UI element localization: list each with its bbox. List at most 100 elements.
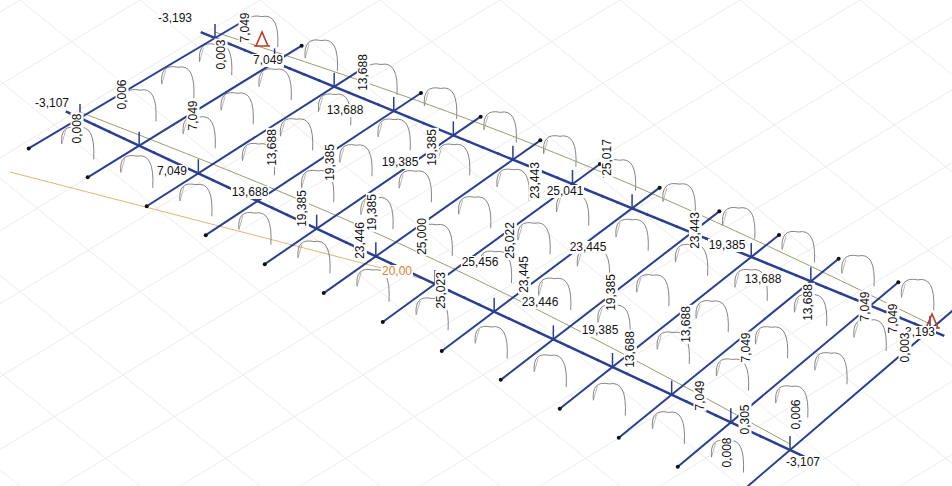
beam-node xyxy=(333,85,336,88)
force-value: 0,008 xyxy=(71,112,84,144)
force-value: 25,017 xyxy=(600,138,613,177)
beam-node xyxy=(795,274,798,277)
beam-node xyxy=(656,386,659,389)
force-value: 13,688 xyxy=(265,128,278,167)
arch-outline xyxy=(305,40,338,71)
arch-rib xyxy=(901,283,905,297)
force-value: 23,446 xyxy=(353,221,366,260)
force-value: 0,003 xyxy=(899,331,912,363)
beam-node xyxy=(854,298,857,301)
arch-outline xyxy=(543,136,576,167)
beam-node xyxy=(463,297,466,300)
arch-rib xyxy=(544,140,548,154)
beam-end-node xyxy=(777,233,781,237)
beam-end-node xyxy=(300,44,304,48)
cross-beam xyxy=(678,282,899,466)
arch-rib xyxy=(735,273,739,287)
beam-node xyxy=(839,292,842,295)
beam-node xyxy=(730,421,733,424)
beam-end-node xyxy=(263,262,267,266)
beam-node xyxy=(789,449,792,452)
beam-node xyxy=(552,338,555,341)
arch-rib xyxy=(557,198,561,212)
grid-line xyxy=(740,0,952,486)
arch-outline xyxy=(842,255,875,286)
cross-beam xyxy=(88,46,302,178)
arch-rib xyxy=(756,330,760,344)
arch-outline xyxy=(124,89,156,121)
arch-rib xyxy=(340,148,344,162)
cross-beam xyxy=(501,211,720,380)
beam-node xyxy=(315,227,318,230)
arch-rib xyxy=(616,223,620,237)
beam-node xyxy=(567,345,570,348)
force-value: 7,049 xyxy=(740,331,753,363)
beam-node xyxy=(227,186,230,189)
post xyxy=(512,146,514,160)
beam-node xyxy=(330,234,333,237)
arch-rib xyxy=(62,130,66,144)
arch-rib xyxy=(361,201,365,215)
beam-node xyxy=(824,286,827,289)
arch-rib xyxy=(593,386,597,400)
beam-node xyxy=(229,43,232,46)
grid-line xyxy=(380,0,952,486)
arch-rib xyxy=(717,362,721,376)
beam-end-node xyxy=(145,204,149,208)
beam-end-node xyxy=(440,349,444,353)
beam-end-node xyxy=(419,91,423,95)
arch-rib xyxy=(305,44,309,58)
arch-rib xyxy=(475,329,479,343)
force-value: 13,688 xyxy=(744,273,783,286)
post xyxy=(789,436,791,450)
force-value: 19,385 xyxy=(708,239,747,252)
arch-outline xyxy=(534,355,566,387)
post xyxy=(198,159,200,173)
arch-rib xyxy=(534,358,538,372)
arch-outline xyxy=(121,156,153,188)
grid-line xyxy=(0,0,20,486)
beam-end-node xyxy=(538,138,542,142)
arch-outline xyxy=(593,383,625,415)
force-value: 23,446 xyxy=(521,296,560,309)
arch-rib xyxy=(854,323,858,337)
arch-outline xyxy=(280,119,312,151)
arch-rib xyxy=(676,248,680,262)
beam-node xyxy=(452,134,455,137)
force-diagram-line xyxy=(80,112,790,444)
arch-rib xyxy=(221,96,225,110)
arch-rib xyxy=(782,236,786,250)
beam-node xyxy=(646,213,649,216)
beam-node xyxy=(780,268,783,271)
beam-end-node xyxy=(558,407,562,411)
beam-node xyxy=(512,158,515,161)
cross-beam xyxy=(560,235,779,409)
cross-beam xyxy=(265,117,481,264)
force-value: 7,049 xyxy=(239,11,252,43)
post xyxy=(493,298,495,312)
grid-line xyxy=(540,0,952,486)
beam-node xyxy=(586,189,589,192)
force-value: 23,443 xyxy=(528,161,541,200)
beam-end-node xyxy=(27,146,31,150)
arch-rib xyxy=(712,443,716,457)
force-value: 23,445 xyxy=(569,241,608,254)
force-value: 19,385 xyxy=(365,193,378,232)
force-value: 7,049 xyxy=(156,165,188,178)
post xyxy=(810,267,812,281)
force-value: 25,456 xyxy=(461,256,500,269)
arch-outline xyxy=(180,184,212,216)
force-value: 7,049 xyxy=(694,379,707,411)
cross-beam xyxy=(147,69,362,206)
beam-node xyxy=(582,352,585,355)
beam-node xyxy=(212,179,215,182)
beam-node xyxy=(345,241,348,244)
force-value: 19,385 xyxy=(323,143,336,182)
arch-rib xyxy=(696,304,700,318)
beam-end-node xyxy=(896,280,900,284)
beam-node xyxy=(271,207,274,210)
beam-node xyxy=(392,110,395,113)
arch-outline xyxy=(378,119,411,150)
force-value: 0,006 xyxy=(116,78,129,110)
